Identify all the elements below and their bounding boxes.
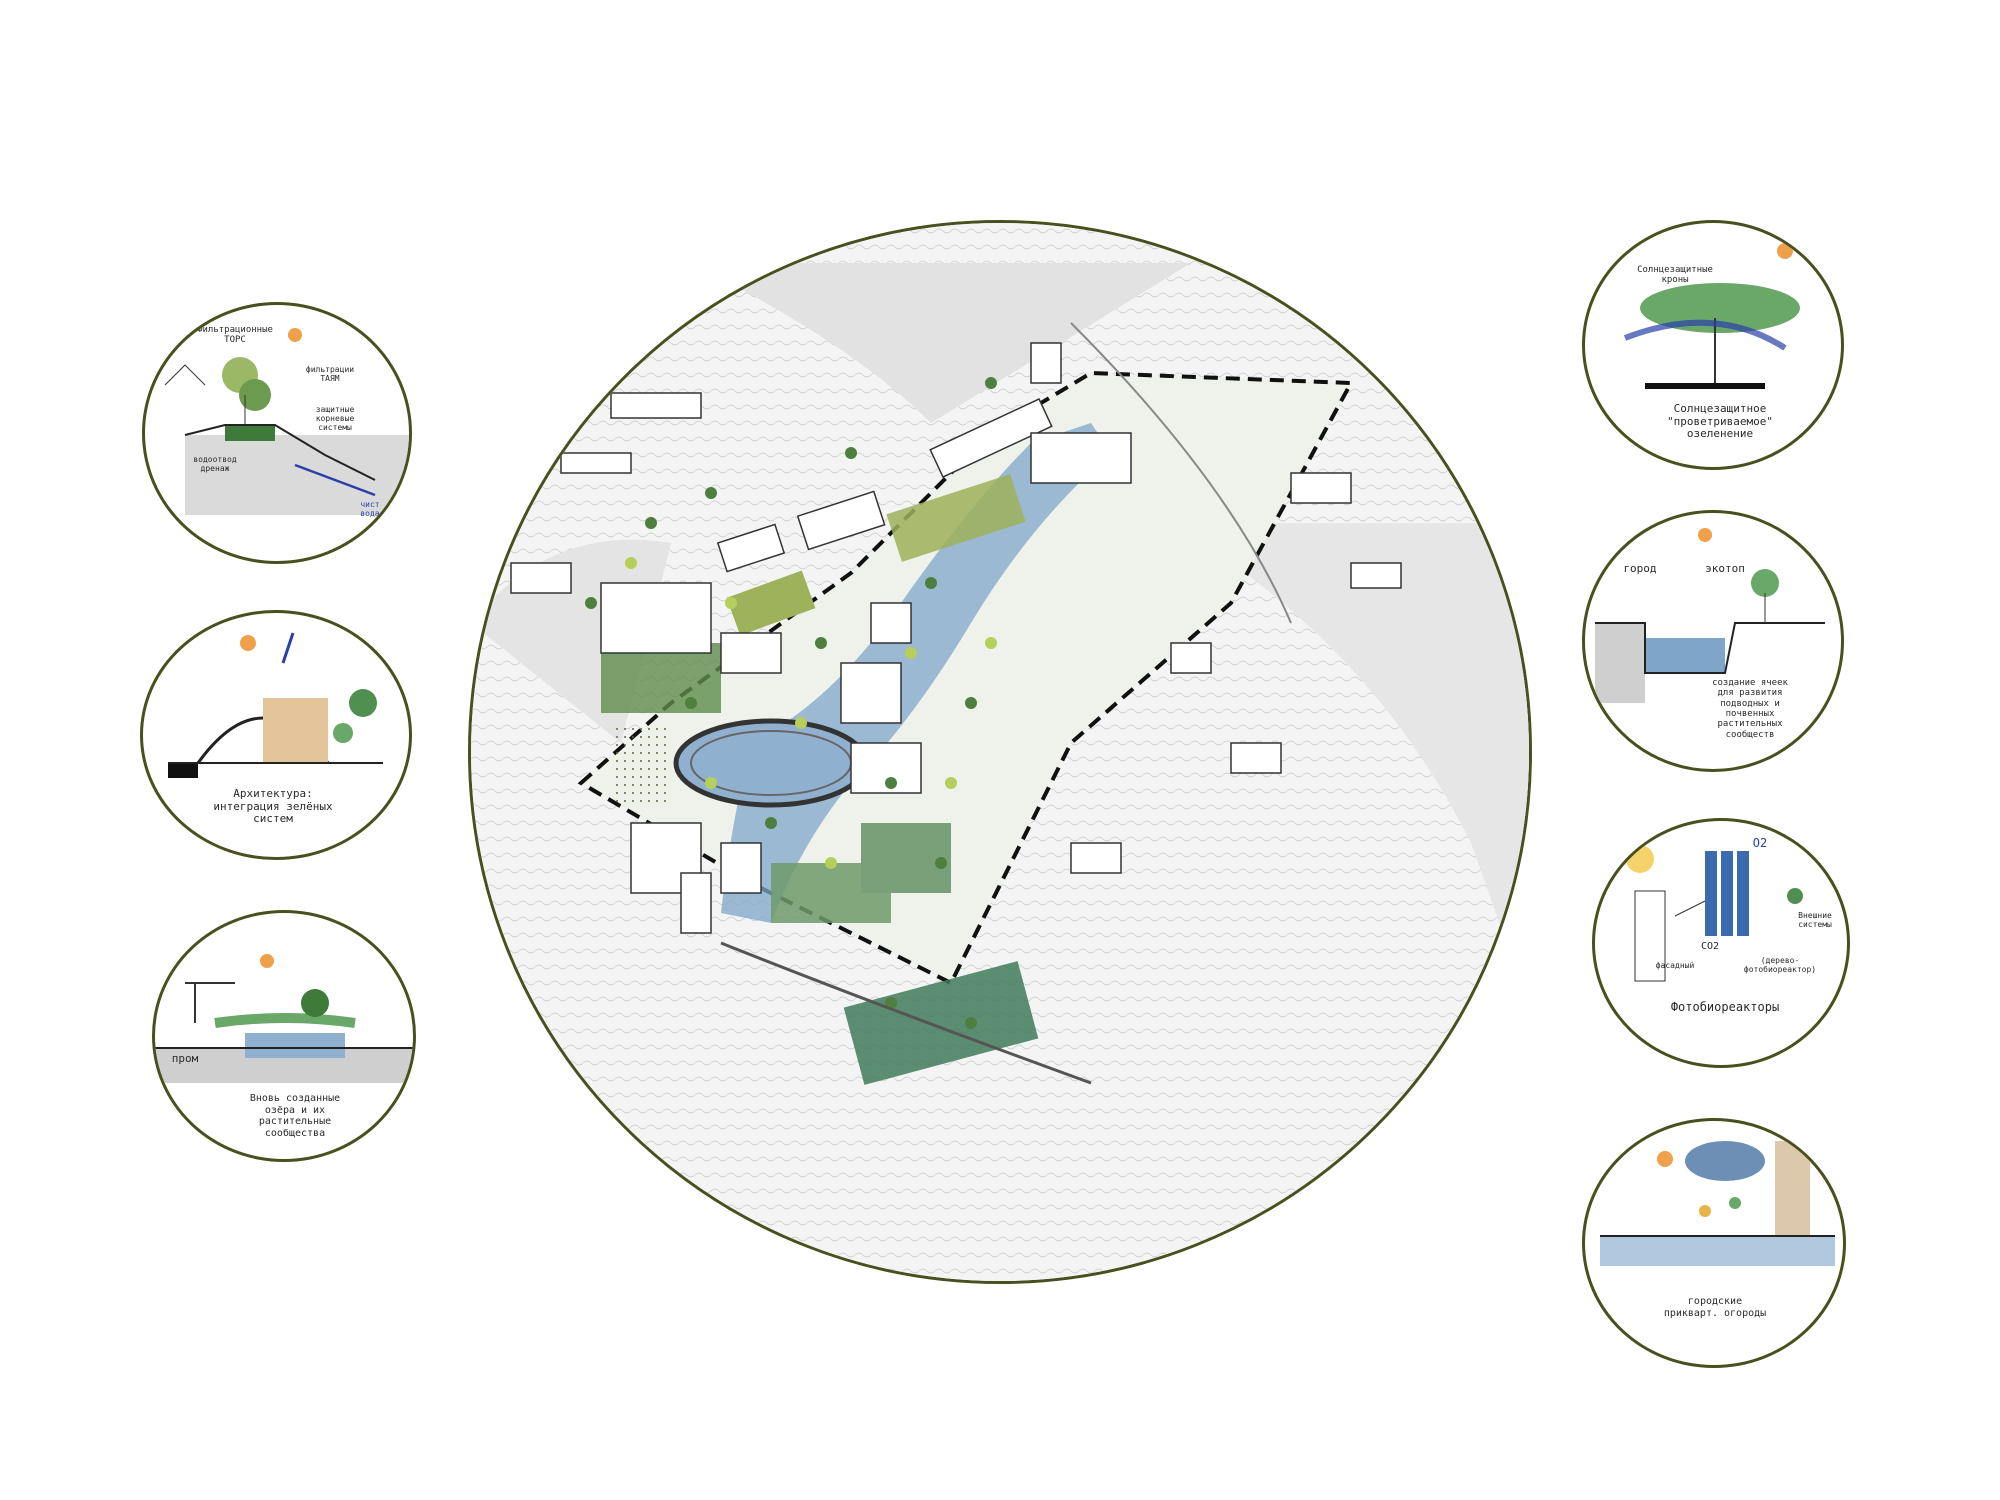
ring-lake [673, 718, 869, 808]
filtration-sketch [164, 328, 409, 515]
gardens-sketch [1600, 1141, 1835, 1266]
masterplan-drawing [471, 223, 1529, 1281]
photobioreactors-sketch [1626, 845, 1803, 982]
vignette-canopy-label: Солнцезащитное"проветриваемое"озеленение [1667, 402, 1773, 441]
ecotope-sketch [1595, 528, 1825, 703]
vignette-photobioreactors-label: Фотобиореакторы [1670, 1000, 1780, 1014]
lakes-sketch [155, 954, 413, 1083]
masterplan-circle [468, 220, 1532, 1284]
canopy-sketch [1623, 243, 1800, 389]
architecture-sketch [168, 632, 383, 778]
